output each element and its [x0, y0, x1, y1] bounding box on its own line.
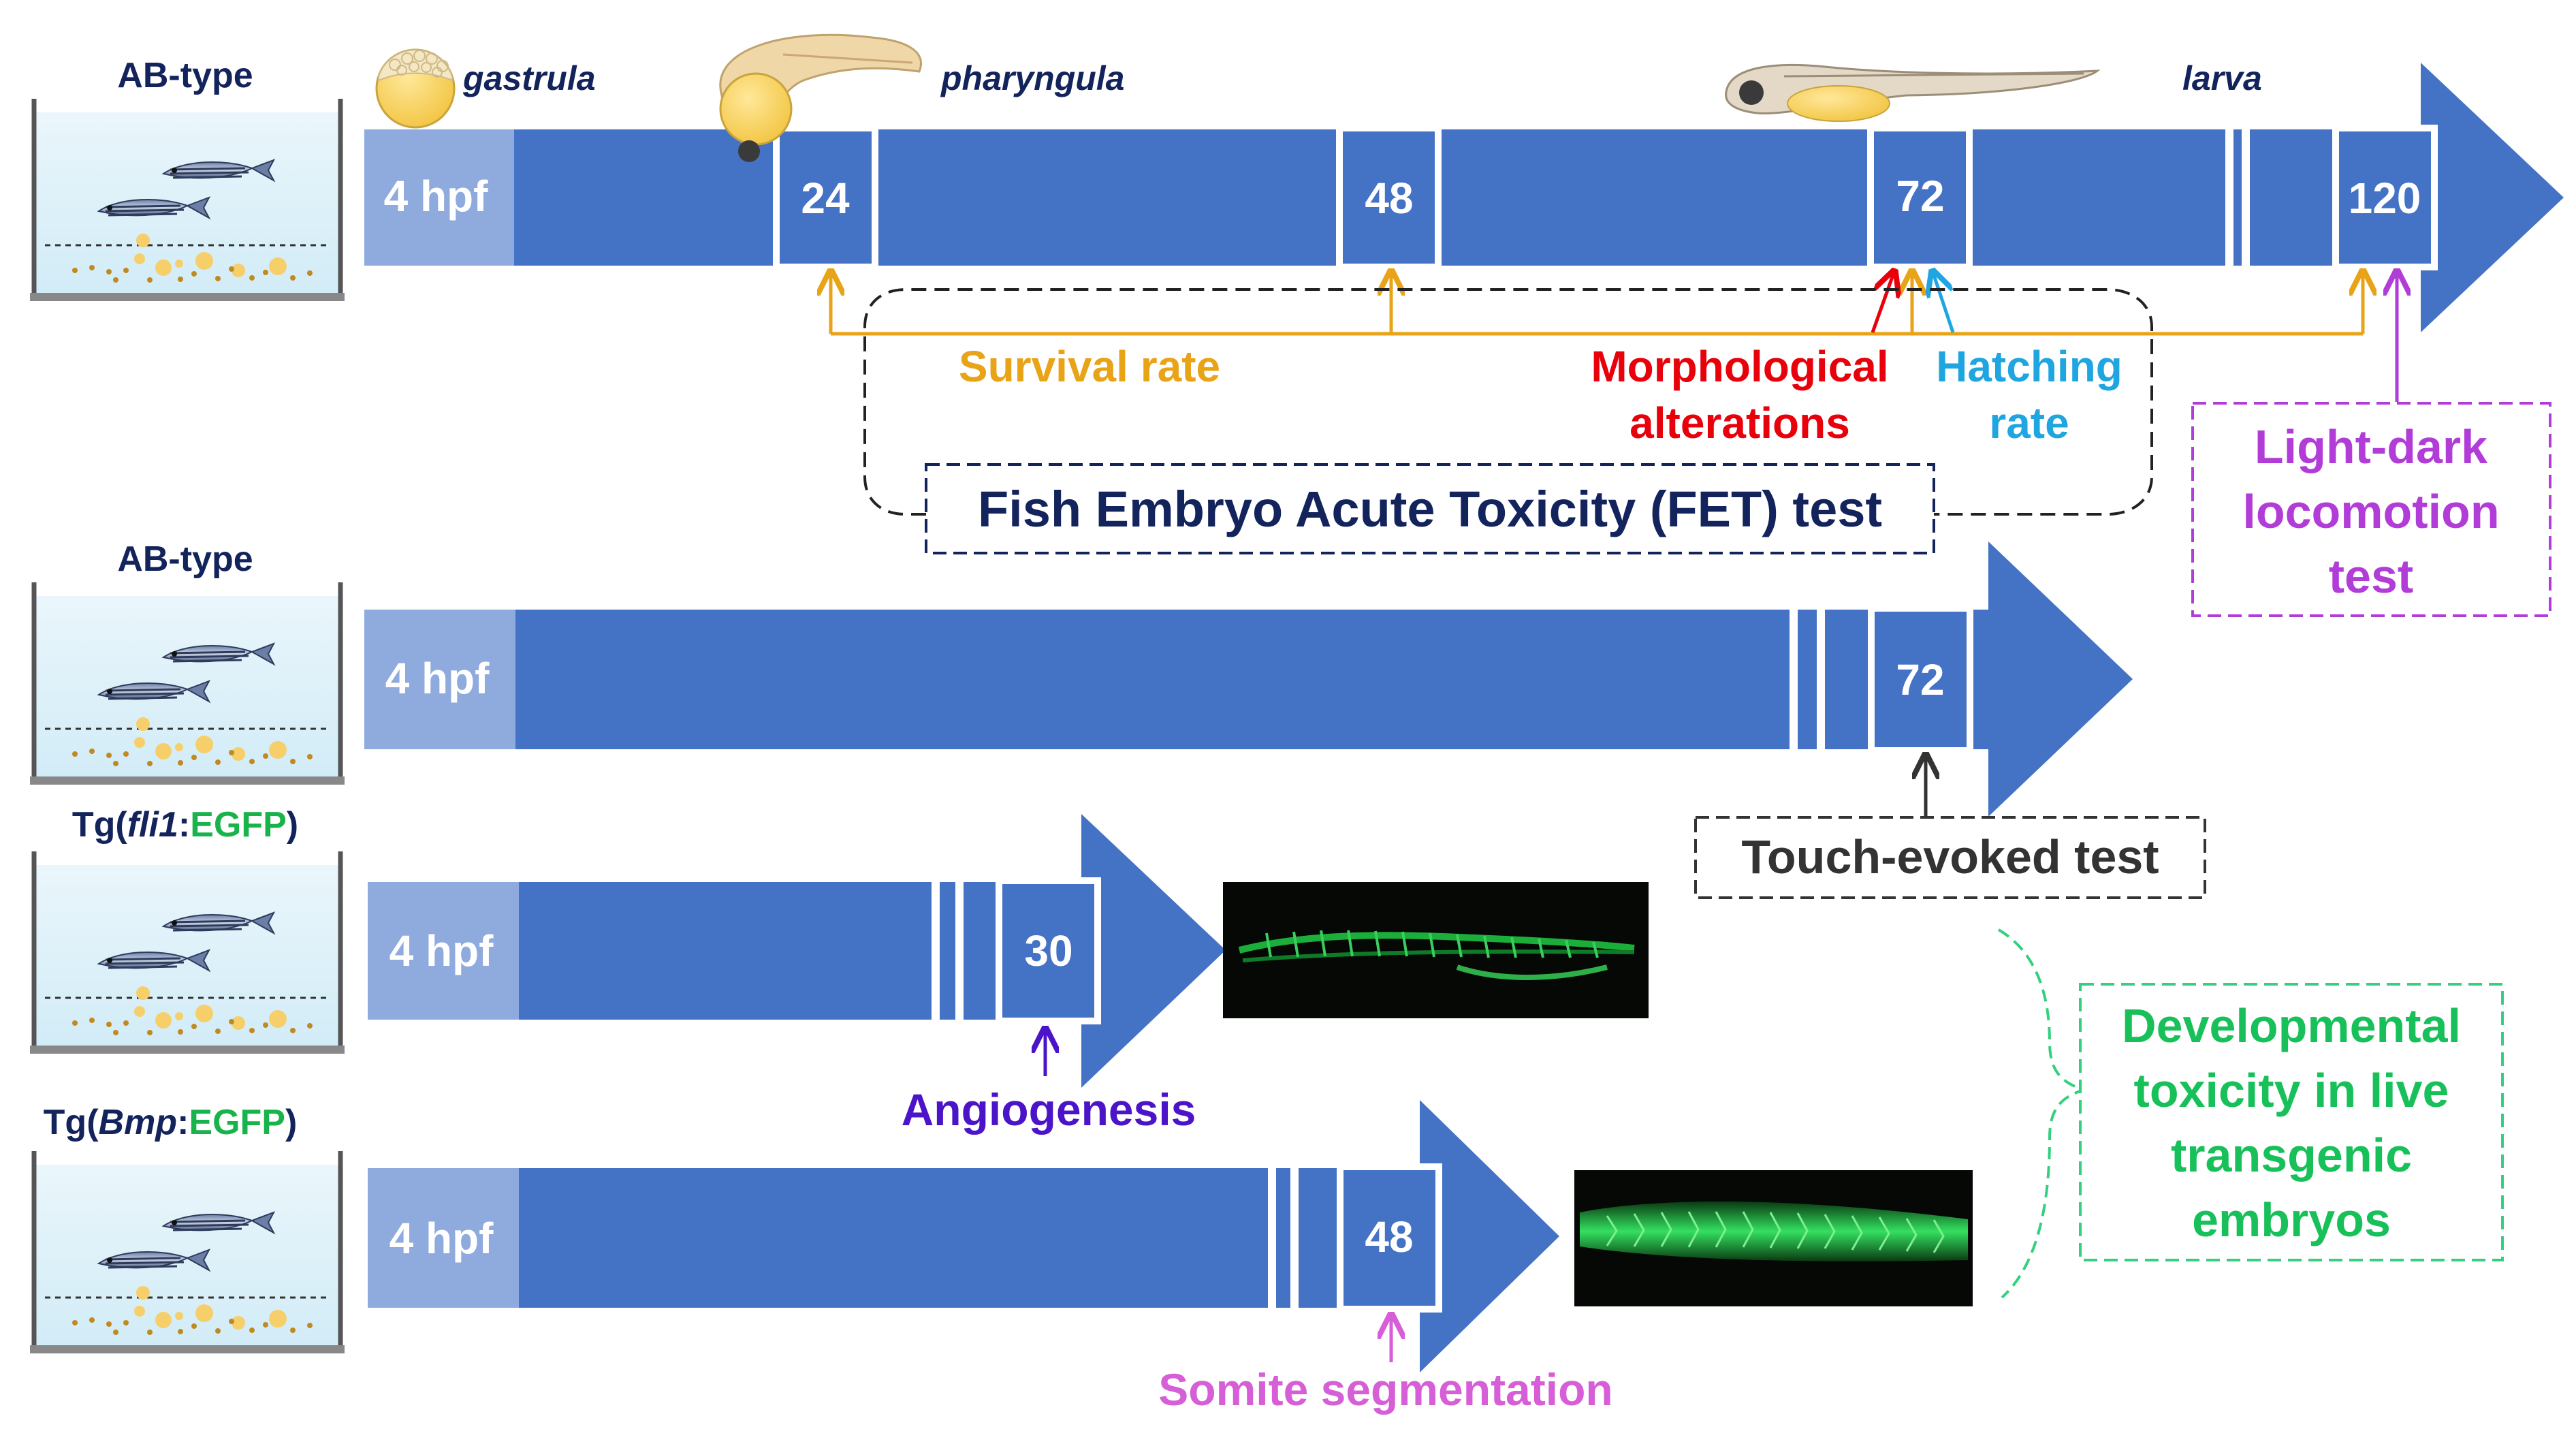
svg-text:24: 24	[801, 174, 850, 223]
strain-label-4: Tg(Bmp:EGFP)	[44, 1103, 298, 1142]
start-segment	[364, 129, 514, 266]
svg-text:48: 48	[1365, 174, 1413, 223]
start-label-2: 4 hpf	[385, 654, 490, 703]
somite-segmentation-label: Somite segmentation	[1158, 1364, 1612, 1415]
start-label-3: 4 hpf	[389, 926, 494, 975]
svg-text:48: 48	[1365, 1212, 1413, 1261]
stage-gastrula: gastrula	[462, 59, 596, 97]
morph-connector	[1871, 271, 1894, 333]
fet-test-box: Fish Embryo Acute Toxicity (FET) test	[925, 463, 1935, 554]
row-3: Tg(fli1:EGFP) 4 hpf 30	[30, 805, 1649, 1135]
dev-toxicity-line1: Developmental	[2122, 999, 2461, 1052]
morphological-label-line1: Morphological	[1591, 342, 1888, 391]
dev-toxicity-group: Developmental toxicity in live transgeni…	[1997, 928, 2504, 1299]
svg-text:72: 72	[1896, 172, 1944, 221]
timeline-arrow-1	[364, 63, 2564, 332]
dev-toxicity-brace	[1997, 928, 2088, 1299]
fli1-egfp-image	[1223, 882, 1649, 1018]
row-2: AB-type 4 hpf 72 Touch-evoked test	[30, 539, 2206, 899]
pharyngula-embryo-icon	[719, 33, 922, 162]
hpf-box-48-row4: 48	[1337, 1163, 1442, 1313]
survival-rate-label: Survival rate	[959, 342, 1220, 391]
strain-label-3: Tg(fli1:EGFP)	[72, 805, 298, 845]
svg-text:Fish Embryo Acute Toxicity (FE: Fish Embryo Acute Toxicity (FET) test	[978, 481, 1882, 537]
fish-tank-icon	[30, 582, 345, 785]
svg-text:Light-dark: Light-dark	[2255, 420, 2487, 473]
hpf-box-48: 48	[1336, 125, 1442, 270]
timeline-arrow-4	[368, 1100, 1559, 1372]
strain-label-2: AB-type	[117, 539, 253, 579]
larva-icon	[1725, 63, 2101, 122]
hpf-box-120: 120	[2332, 125, 2438, 270]
survival-connector	[831, 271, 2363, 336]
hpf-box-72-row2: 72	[1868, 605, 1973, 754]
svg-text:120: 120	[2349, 174, 2421, 223]
hatching-label-line2: rate	[1989, 398, 2069, 447]
hatching-label-line1: Hatching	[1936, 342, 2122, 391]
dev-toxicity-line3: transgenic	[2171, 1129, 2412, 1182]
svg-text:locomotion: locomotion	[2242, 485, 2499, 538]
touch-evoked-test-box: Touch-evoked test	[1694, 816, 2206, 899]
locomotion-test-box: Light-dark locomotion test	[2191, 402, 2551, 617]
dev-toxicity-line2: toxicity in live	[2134, 1064, 2449, 1117]
gastrula-embryo-icon	[375, 48, 456, 129]
bmp-egfp-image	[1574, 1170, 1973, 1306]
strain-label-1: AB-type	[117, 56, 253, 95]
fish-tank-icon	[30, 99, 345, 301]
svg-text:30: 30	[1024, 926, 1072, 975]
svg-text:test: test	[2329, 550, 2413, 603]
row-1: AB-type 4 hpf 24 48 72 120	[30, 33, 2564, 617]
fish-tank-icon	[30, 1151, 345, 1353]
fish-tank-icon	[30, 851, 345, 1054]
svg-text:Touch-evoked test: Touch-evoked test	[1741, 830, 2159, 883]
hpf-box-24: 24	[773, 125, 878, 270]
svg-text:72: 72	[1896, 655, 1944, 704]
morphological-label-line2: alterations	[1629, 398, 1850, 447]
hatch-connector	[1933, 271, 1955, 333]
start-label-4: 4 hpf	[389, 1214, 494, 1263]
timeline-arrow-2	[364, 541, 2133, 817]
angiogenesis-label: Angiogenesis	[902, 1084, 1196, 1135]
dev-toxicity-line4: embryos	[2192, 1193, 2391, 1246]
row-4: Tg(Bmp:EGFP) 4 hpf 48 S	[30, 1100, 1973, 1415]
stage-pharyngula: pharyngula	[940, 59, 1124, 97]
start-label-1: 4 hpf	[384, 172, 489, 221]
stage-larva: larva	[2182, 59, 2262, 97]
hpf-box-30: 30	[996, 877, 1101, 1024]
hpf-box-72: 72	[1867, 125, 1973, 270]
